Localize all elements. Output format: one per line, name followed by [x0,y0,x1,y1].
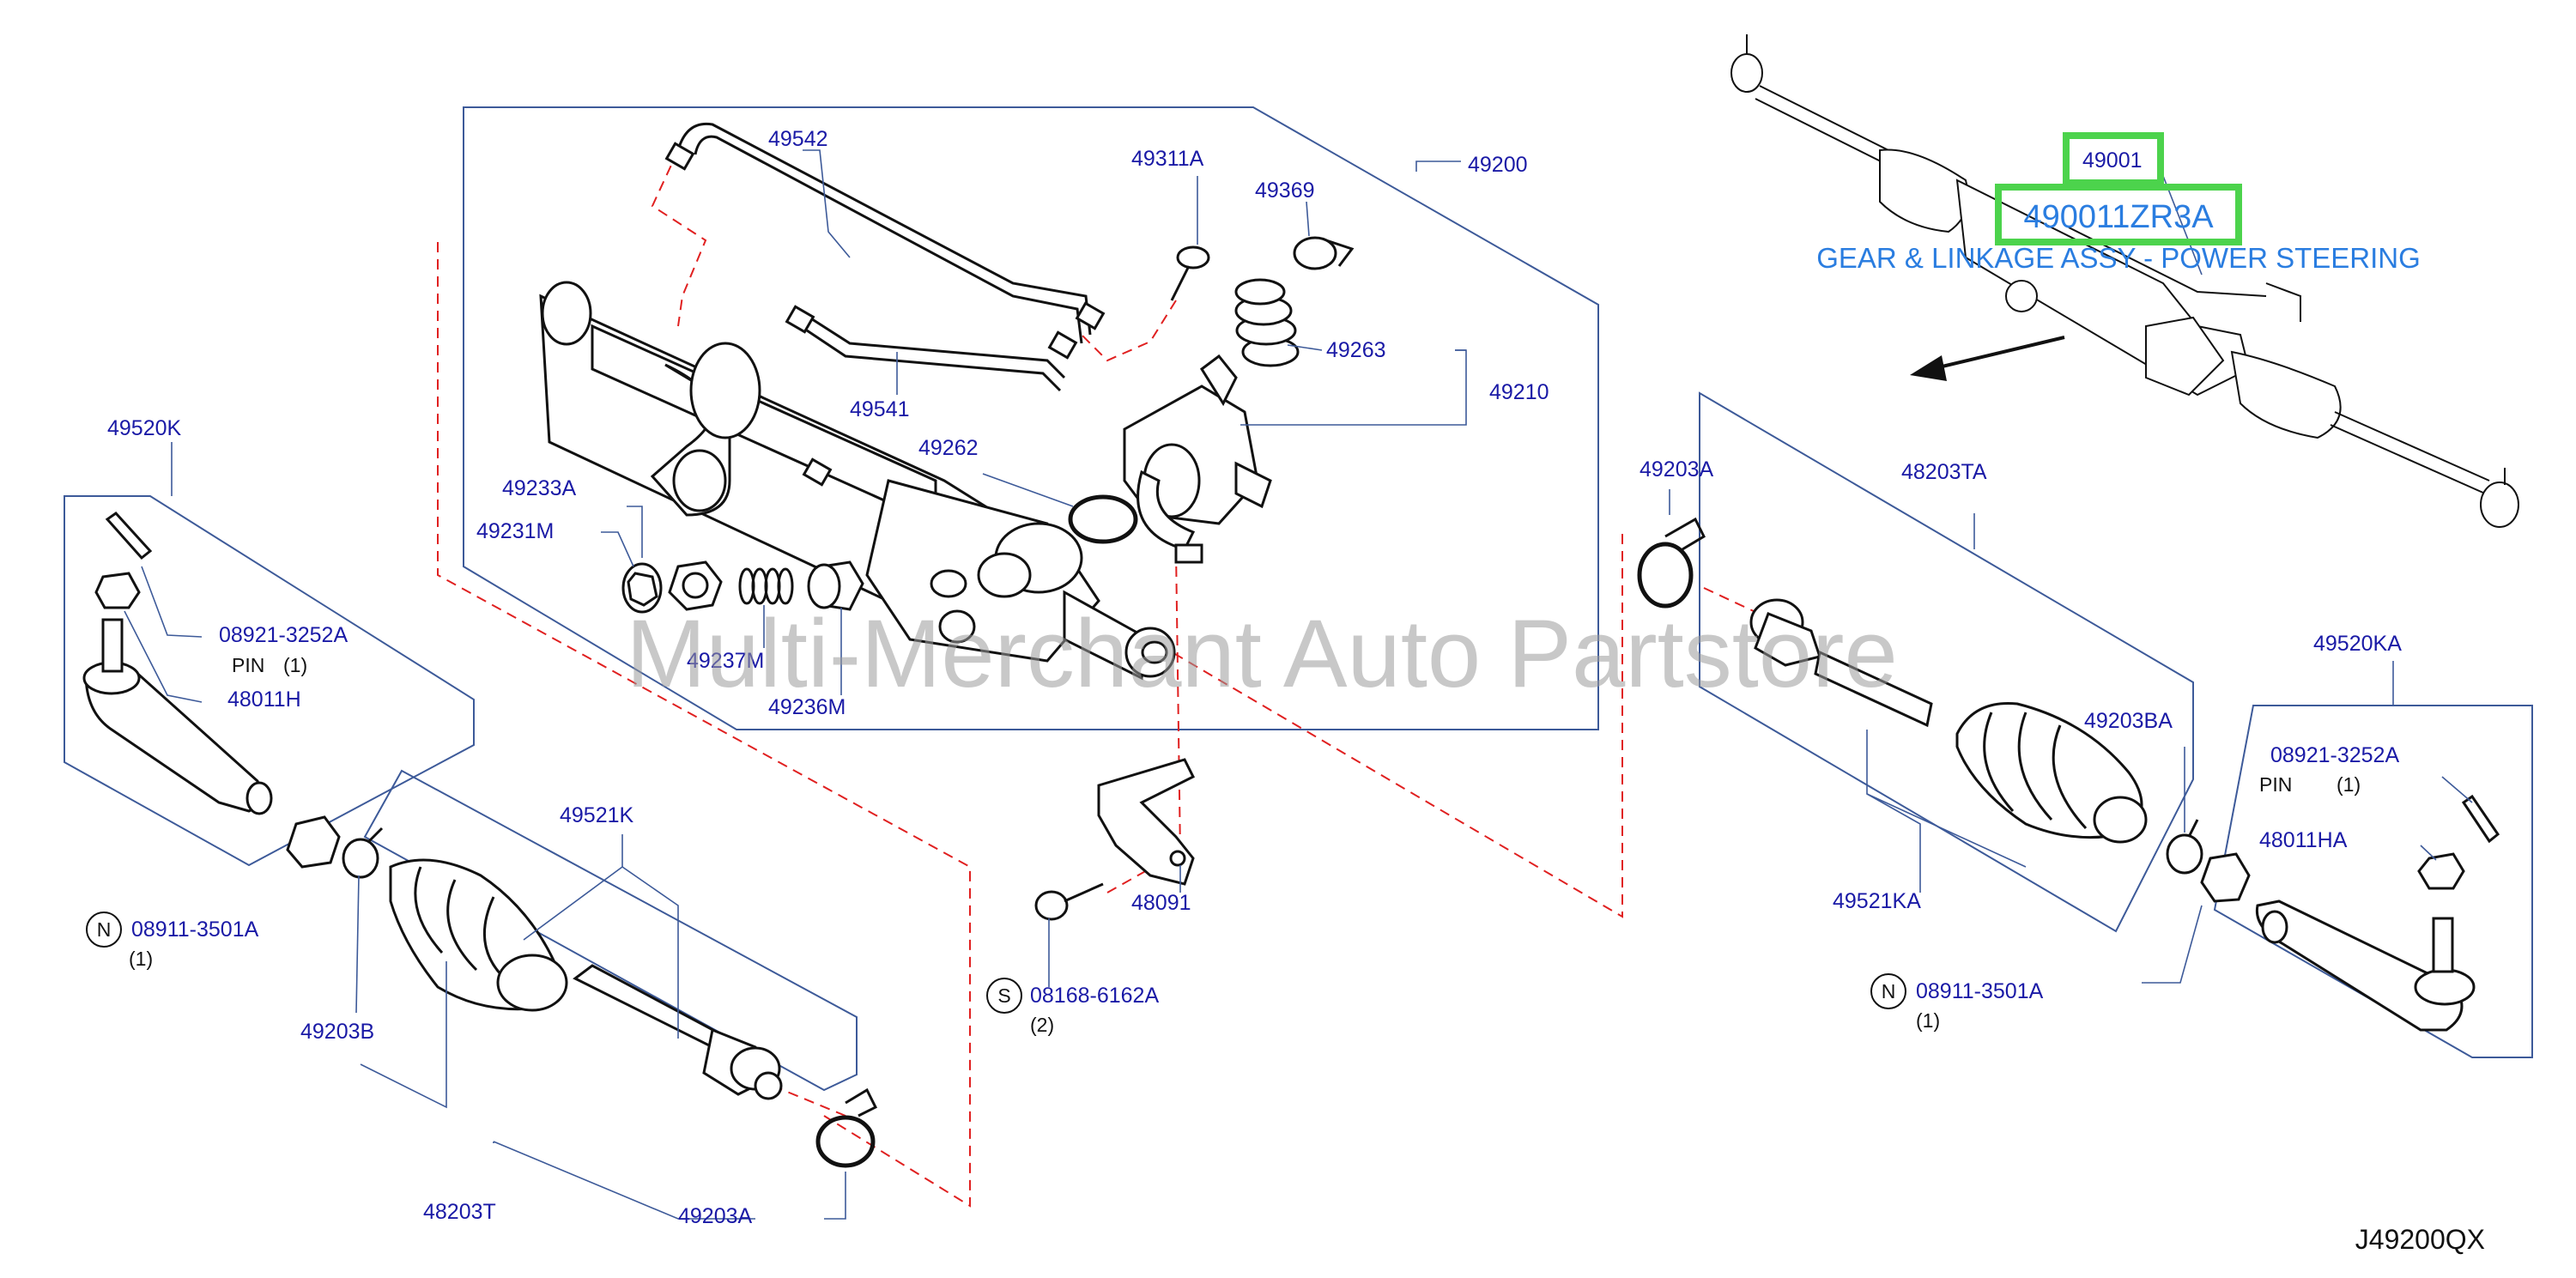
label-08921-3252A-left[interactable]: 08921-3252A [219,623,348,647]
label-48203T[interactable]: 48203T [423,1200,496,1224]
dash-pinion [1081,300,1177,362]
lock-nut-08911-left [286,815,341,869]
label-49311A[interactable]: 49311A [1131,147,1204,171]
label-49520K[interactable]: 49520K [107,416,182,440]
clamp-49203BA [2166,819,2203,875]
watermark: Multi-Merchant Auto Partstore [626,600,1897,707]
label-pin-left-qty: (1) [283,654,307,676]
lock-nut-08911-right [2200,852,2251,903]
label-48011HA[interactable]: 48011HA [2259,828,2348,852]
nut-08921-right [2417,852,2465,890]
o-ring-49262 [1068,494,1138,544]
assembly-ref-box [2063,132,2164,186]
label-49203A-right[interactable]: 49203A [1640,457,1714,482]
part-labels: 49542 49311A 49369 49200 49263 49210 495… [86,127,2402,1228]
label-49200[interactable]: 49200 [1468,153,1528,177]
label-49231M[interactable]: 49231M [476,519,554,543]
dust-boot-49263 [1234,278,1300,367]
label-49210[interactable]: 49210 [1489,380,1549,404]
bolt-08168-6162A [1034,882,1104,921]
diagram-code: J49200QX [2355,1224,2485,1255]
assembly-part-number-box [1995,184,2242,245]
label-49237M[interactable]: 49237M [687,649,764,673]
label-49369[interactable]: 49369 [1255,179,1315,203]
boot-49521KA [1955,701,2148,844]
label-49203BA[interactable]: 49203BA [2084,709,2173,733]
label-49521K[interactable]: 49521K [560,803,634,827]
label-pin-left: PIN [232,654,264,676]
n-badge-left-text: N [97,918,112,941]
pressure-tube-49541 [785,305,1078,487]
boot-49521K [389,858,568,1012]
n-badge-right-text: N [1882,980,1896,1002]
label-48091[interactable]: 48091 [1131,891,1191,915]
frame-right-boot [1699,391,2194,933]
n-badge-left [86,912,122,948]
label-08168-qty: (2) [1030,1014,1054,1036]
assembly-ref-label[interactable]: 49001 [2082,148,2143,173]
direction-arrow [1910,336,2065,381]
control-valve-49210 [1123,354,1272,564]
cap-49369 [1293,236,1355,270]
label-08911-left-qty: (1) [129,948,153,970]
s-badge-text: S [997,984,1010,1007]
s-badge [986,978,1022,1014]
nut-49233A [668,560,723,611]
label-49203A-bottom[interactable]: 49203A [678,1204,753,1228]
frame-left-tie-rod-end [64,495,475,867]
cotter-pin-08921-right [2461,794,2500,844]
label-08911-right-qty: (1) [1916,1009,1940,1032]
dash-left-clamp [772,1085,846,1117]
label-pin-right: PIN [2259,773,2292,796]
assembly-description: GEAR & LINKAGE ASSY - POWER STEERING [1816,242,2421,274]
dash-bolt [1106,853,1177,893]
n-badge-right [1870,973,1906,1009]
label-49520KA[interactable]: 49520KA [2313,632,2402,656]
label-48203TA[interactable]: 48203TA [1901,460,1987,484]
clamp-49203A-right [1637,517,1706,609]
bushing-49236M [807,560,864,611]
label-08911-3501A-right[interactable]: 08911-3501A [1916,979,2044,1003]
spring-49237M [738,567,794,605]
label-08168-6162A[interactable]: 08168-6162A [1030,984,1159,1008]
leader-lines [124,149,2473,1220]
label-49263[interactable]: 49263 [1326,338,1386,362]
assembly-callout: 49001 490011ZR3A GEAR & LINKAGE ASSY - P… [1816,132,2421,274]
seal-49231M [621,562,663,614]
label-08911-3501A-left[interactable]: 08911-3501A [131,918,259,942]
nut-08921-left [94,572,141,609]
tie-rod-end-48011H [82,618,273,815]
assembly-inset-illustration [1730,34,2519,528]
pressure-tube-49542 [664,122,1106,344]
inner-tie-rod-48203TA [1749,598,1933,728]
cotter-pin-08921-left [105,512,153,560]
steering-gear-housing [539,281,1176,681]
inner-tie-rod-48203T [573,964,783,1100]
label-49542[interactable]: 49542 [768,127,828,151]
label-49262[interactable]: 49262 [918,436,979,460]
label-pin-right-qty: (1) [2337,773,2361,796]
frame-left-boot [363,769,858,1092]
tie-rod-end-48011HA [2255,899,2476,1032]
clamp-49203A-left [815,1087,878,1168]
frame-gear-housing [463,106,1599,730]
label-08921-3252A-right[interactable]: 08921-3252A [2270,743,2399,767]
label-49233A[interactable]: 49233A [502,476,577,500]
label-48011H[interactable]: 48011H [227,687,301,712]
label-49236M[interactable]: 49236M [768,695,846,719]
label-49203B[interactable]: 49203B [300,1020,374,1044]
bolt-49311A [1170,245,1210,301]
assembly-part-number[interactable]: 490011ZR3A [2023,199,2214,235]
bracket-48091 [1097,758,1196,886]
dash-right-tube [1149,534,1623,918]
label-49521KA[interactable]: 49521KA [1833,889,1921,913]
label-49541[interactable]: 49541 [850,397,910,421]
clamp-49203B [342,827,384,879]
dash-hose [651,149,707,327]
